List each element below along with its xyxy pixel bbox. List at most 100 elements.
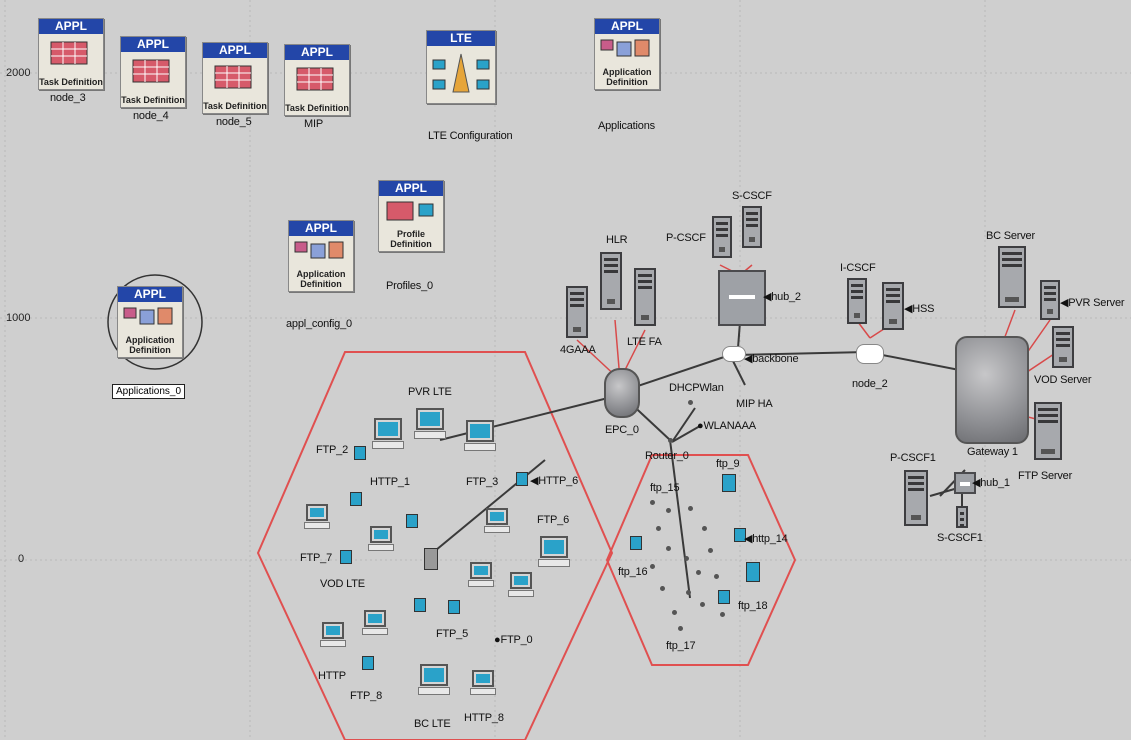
- card-body-text: Application Definition: [602, 67, 652, 87]
- wlan-node-dot[interactable]: [720, 612, 725, 617]
- wlan-node-dot[interactable]: [650, 564, 655, 569]
- gateway-router-icon[interactable]: [955, 336, 1029, 444]
- router-0-label: Router_0: [645, 450, 689, 462]
- application-definition-appl-config[interactable]: APPL Application Definition: [288, 220, 354, 292]
- http-1-label: HTTP_1: [370, 476, 410, 488]
- ftp-7-station-icon[interactable]: [304, 504, 330, 530]
- http-8-station-icon[interactable]: [470, 670, 496, 696]
- wlan-node-dot[interactable]: [656, 526, 661, 531]
- ftp-3-station-icon[interactable]: [464, 420, 496, 452]
- bc-server-icon[interactable]: [998, 246, 1026, 308]
- wlan-node-dot[interactable]: [702, 526, 707, 531]
- ftp-18-label: ftp_18: [738, 600, 768, 612]
- hss-server-icon[interactable]: [882, 282, 904, 330]
- s-cscf-server-icon[interactable]: [742, 206, 762, 248]
- epc-router-icon[interactable]: [604, 368, 640, 418]
- backbone-cloud-icon[interactable]: [722, 346, 746, 362]
- dhcp-wlan-node[interactable]: [688, 400, 693, 405]
- http-label: HTTP: [318, 670, 346, 682]
- 4gaaa-server-icon[interactable]: [566, 286, 588, 338]
- card-body-text: Task Definition: [285, 103, 349, 113]
- wlan-node-dot[interactable]: [684, 556, 689, 561]
- wlan-node-dot[interactable]: [678, 626, 683, 631]
- wlan-node-dot[interactable]: [666, 546, 671, 551]
- wlan-node-dot[interactable]: [700, 602, 705, 607]
- wlan-node-dot[interactable]: [686, 590, 691, 595]
- y-axis-label-2000: 2000: [6, 67, 31, 79]
- selection-circle: [107, 274, 203, 370]
- y-axis-label-0: 0: [18, 553, 25, 565]
- task-definition-mip[interactable]: APPL Task Definition: [284, 44, 350, 116]
- http-6-label: ◀HTTP_6: [530, 475, 579, 487]
- task-definition-node-3[interactable]: APPL Task Definition: [38, 18, 104, 90]
- ftp-server-icon[interactable]: [1034, 402, 1062, 460]
- chevron-icon: ◀: [904, 303, 913, 315]
- pvr-server-icon[interactable]: [1040, 280, 1060, 320]
- application-definition-applications[interactable]: APPL Application Definition: [594, 18, 660, 90]
- ftp-2-station-icon[interactable]: [354, 446, 366, 460]
- task-definition-node-5[interactable]: APPL Task Definition: [202, 42, 268, 114]
- wlan-node-dot[interactable]: [688, 506, 693, 511]
- http-14-station-icon[interactable]: [734, 528, 746, 542]
- hub-1-icon[interactable]: [954, 472, 976, 494]
- station-mini-icon[interactable]: [340, 550, 352, 564]
- task-grid-icon: [132, 59, 170, 83]
- wlan-node-dot[interactable]: [650, 500, 655, 505]
- task-grid-icon: [50, 41, 88, 65]
- http-6-station-icon[interactable]: [516, 472, 528, 486]
- epc-0-label: EPC_0: [605, 424, 639, 436]
- ftp-16-station-icon[interactable]: [630, 536, 642, 550]
- hub-2-icon[interactable]: [718, 270, 766, 326]
- station-mini-icon[interactable]: [718, 590, 730, 604]
- p-cscf1-server-icon[interactable]: [904, 470, 928, 526]
- vod-lte-station-icon[interactable]: [368, 526, 394, 552]
- application-definition-applications-0[interactable]: APPL Application Definition: [117, 286, 183, 358]
- station-mini-icon[interactable]: [414, 598, 426, 612]
- station-mini-icon[interactable]: [448, 600, 460, 614]
- card-body-text: Profile Definition: [390, 229, 432, 249]
- hss-label: ◀HSS: [904, 303, 935, 315]
- bc-lte-station-icon[interactable]: [418, 664, 450, 696]
- gateway-1-label: Gateway 1: [967, 446, 1018, 458]
- lte-enodeb-icon[interactable]: [424, 548, 438, 570]
- p-cscf-server-icon[interactable]: [712, 216, 732, 258]
- station-mini-icon[interactable]: [406, 514, 418, 528]
- profile-definition-profiles[interactable]: APPL Profile Definition: [378, 180, 444, 252]
- ftp-9-station-icon[interactable]: [722, 474, 736, 492]
- s-cscf1-server-icon[interactable]: [956, 506, 968, 528]
- lte-configuration-card[interactable]: LTE: [426, 30, 496, 104]
- vod-server-icon[interactable]: [1052, 326, 1074, 368]
- task-definition-node-4[interactable]: APPL Task Definition: [120, 36, 186, 108]
- wlan-node-dot[interactable]: [666, 508, 671, 513]
- wlan-node-dot[interactable]: [708, 548, 713, 553]
- station-icon[interactable]: [468, 562, 494, 588]
- i-cscf-server-icon[interactable]: [847, 278, 867, 324]
- ftp-6-station-icon[interactable]: [538, 536, 570, 568]
- ftp-3-label: FTP_3: [466, 476, 499, 488]
- wlan-node-dot[interactable]: [714, 574, 719, 579]
- ftp-0-label: ●FTP_0: [494, 634, 533, 646]
- station-icon[interactable]: [362, 610, 388, 636]
- ftp-15-label: ftp_15: [650, 482, 680, 494]
- pvr-lte-station-icon[interactable]: [414, 408, 446, 440]
- wlan-node-dot[interactable]: [672, 610, 677, 615]
- ftp-18-station-icon[interactable]: [746, 562, 760, 582]
- http-1-station-icon[interactable]: [372, 418, 404, 450]
- pvr-server-label: ◀PVR Server: [1060, 297, 1125, 309]
- node-2-cloud-icon[interactable]: [856, 344, 884, 364]
- wlan-node-dot[interactable]: [696, 570, 701, 575]
- card-header: APPL: [121, 37, 185, 52]
- card-header: LTE: [427, 31, 495, 46]
- wlan-node-dot[interactable]: [660, 586, 665, 591]
- http-station-icon[interactable]: [320, 622, 346, 648]
- ftp-5-label: FTP_5: [436, 628, 469, 640]
- station-icon[interactable]: [484, 508, 510, 534]
- lte-fa-server-icon[interactable]: [634, 268, 656, 326]
- station-icon[interactable]: [508, 572, 534, 598]
- router-0-node[interactable]: [668, 438, 673, 443]
- hlr-server-icon[interactable]: [600, 252, 622, 310]
- station-mini-icon[interactable]: [350, 492, 362, 506]
- lte-fa-label: LTE FA: [627, 336, 662, 348]
- ftp-8-station-icon[interactable]: [362, 656, 374, 670]
